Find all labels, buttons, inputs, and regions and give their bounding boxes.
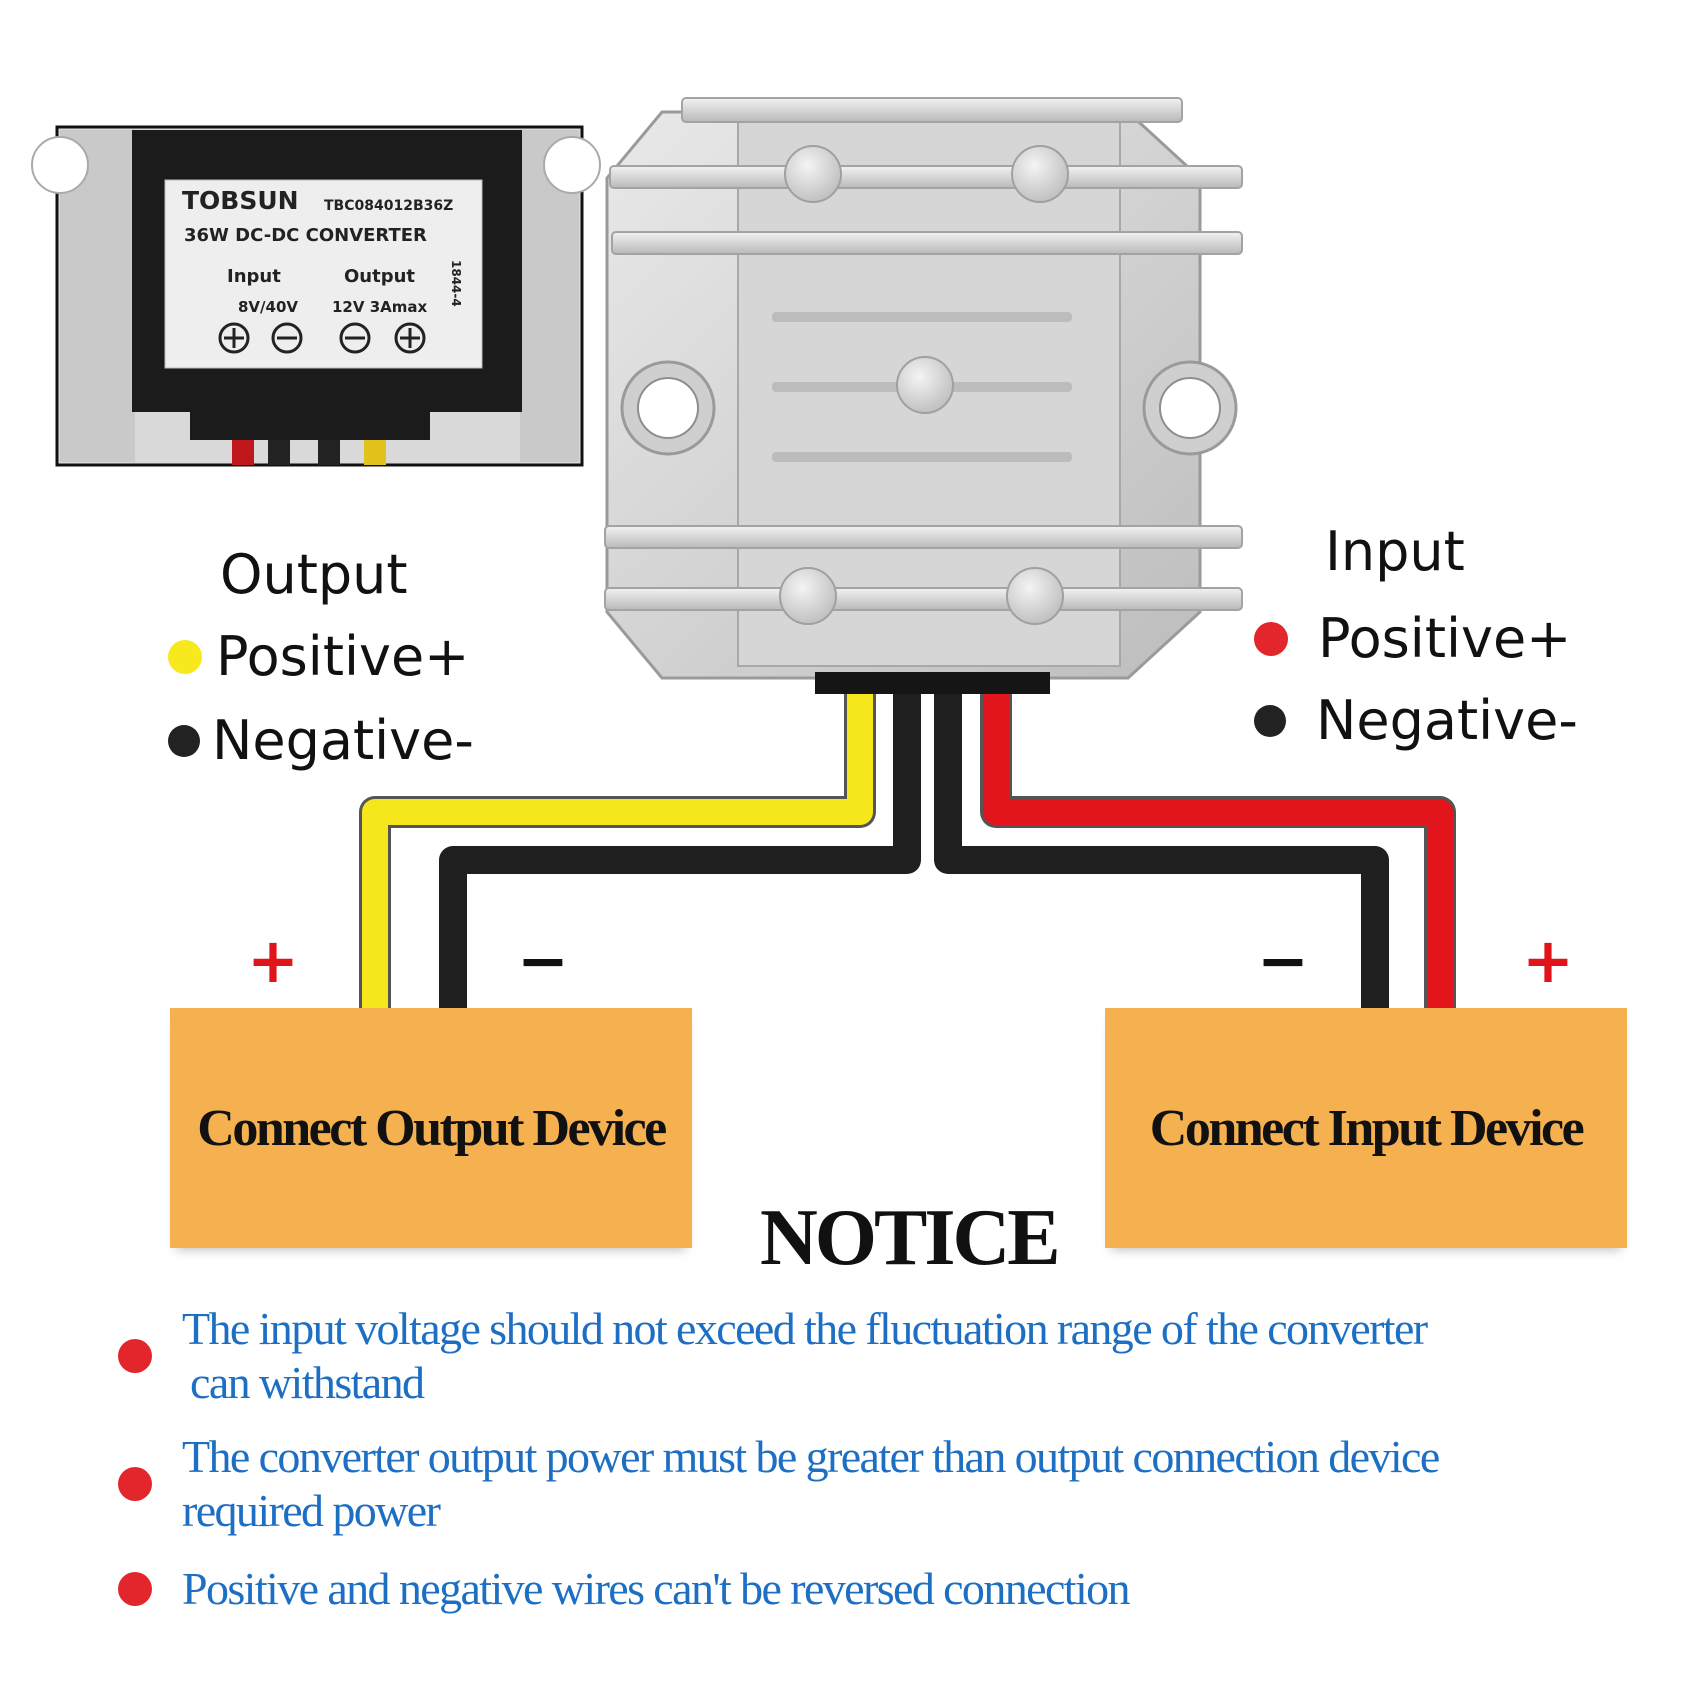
input-legend-positive: Positive+ — [1254, 612, 1571, 666]
mount-hole-icon — [1159, 377, 1221, 439]
black-dot-icon — [1254, 705, 1286, 737]
screw-icon — [1006, 567, 1064, 625]
converter-housing — [604, 97, 1243, 694]
input-positive-wire — [980, 694, 1456, 1010]
notice-item-line: can withstand — [190, 1357, 425, 1408]
output-positive-label: Positive+ — [216, 625, 470, 688]
plus-terminal-icon — [218, 322, 250, 354]
label-side-code: 1844-4 — [449, 260, 463, 307]
input-plus-sign: + — [1522, 924, 1574, 997]
notice-title: NOTICE — [760, 1194, 1061, 1282]
label-output-spec: 12V 3Amax — [332, 298, 428, 316]
output-plus-sign: + — [247, 924, 299, 997]
notice-item-line: Positive and negative wires can't be rev… — [182, 1563, 1131, 1614]
output-negative-label: Negative- — [212, 709, 474, 772]
notice-item-line: The converter output power must be great… — [182, 1431, 1440, 1482]
output-minus-sign: − — [517, 924, 569, 997]
screw-icon — [1011, 145, 1069, 203]
notice-item: The converter output power must be great… — [118, 1430, 1688, 1538]
yellow-dot-icon — [168, 640, 202, 674]
minus-terminal-icon — [339, 322, 371, 354]
input-device-label: Connect Input Device — [1149, 1099, 1585, 1157]
red-bullet-icon — [118, 1572, 152, 1606]
notice-item-line: required power — [182, 1485, 441, 1536]
black-dot-icon — [168, 725, 200, 757]
red-bullet-icon — [118, 1467, 152, 1501]
output-positive-wire — [359, 694, 876, 1010]
label-brand: TOBSUN — [182, 186, 299, 215]
label-input-spec: 8V/40V — [238, 298, 298, 316]
mount-hole-icon — [543, 136, 601, 194]
output-legend-title: Output — [220, 543, 408, 606]
output-legend-negative: Negative- — [168, 714, 474, 768]
input-legend-negative: Negative- — [1254, 694, 1578, 748]
input-minus-sign: − — [1257, 924, 1309, 997]
label-output-header: Output — [344, 266, 415, 287]
input-negative-wire — [934, 694, 1389, 1010]
screw-icon — [779, 567, 837, 625]
notice-item-line: The input voltage should not exceed the … — [182, 1303, 1428, 1354]
output-negative-wire — [439, 694, 921, 1010]
label-product: 36W DC-DC CONVERTER — [184, 225, 427, 246]
red-bullet-icon — [118, 1339, 152, 1373]
notice-item: The input voltage should not exceed the … — [118, 1302, 1678, 1410]
minus-terminal-icon — [271, 322, 303, 354]
input-legend-title: Input — [1325, 520, 1465, 583]
output-device-box: Connect Output Device — [170, 1008, 692, 1248]
label-model: TBC084012B36Z — [324, 198, 453, 214]
mount-hole-icon — [637, 377, 699, 439]
output-device-label: Connect Output Device — [197, 1099, 667, 1157]
input-device-box: Connect Input Device — [1105, 1008, 1627, 1248]
label-input-header: Input — [227, 266, 281, 287]
notice-item: Positive and negative wires can't be rev… — [118, 1562, 1678, 1616]
input-positive-label: Positive+ — [1318, 607, 1572, 670]
screw-icon — [784, 145, 842, 203]
plus-terminal-icon — [394, 322, 426, 354]
input-negative-label: Negative- — [1316, 689, 1578, 752]
output-legend-positive: Positive+ — [168, 630, 469, 684]
inset-photo: TOBSUN TBC084012B36Z 36W DC-DC CONVERTER… — [31, 125, 601, 467]
red-dot-icon — [1254, 622, 1288, 656]
screw-icon — [896, 356, 954, 414]
mount-hole-icon — [31, 136, 89, 194]
